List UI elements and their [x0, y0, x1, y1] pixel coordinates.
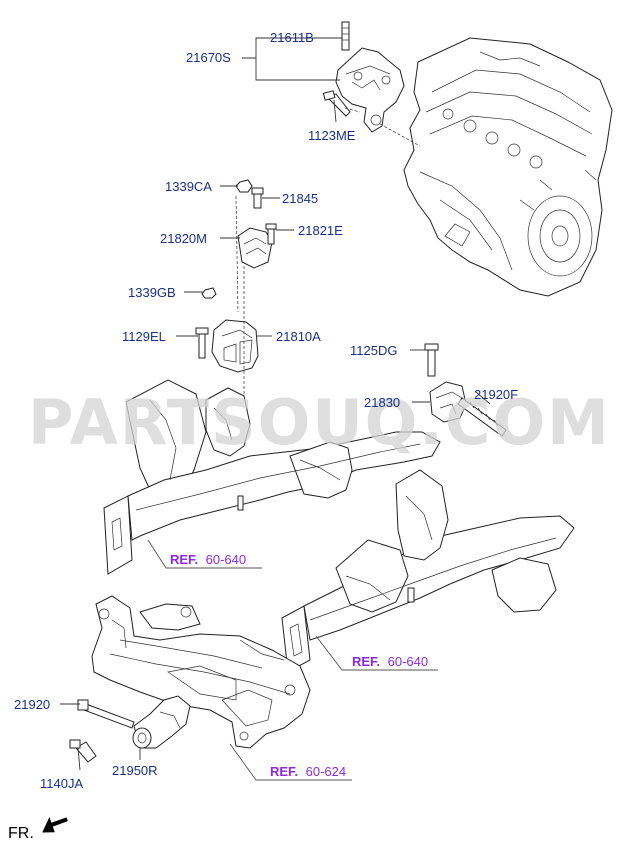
mount-hardware-stack — [195, 179, 277, 396]
engine-mount-bracket-21670S — [322, 21, 421, 147]
ref-code: 60-640 — [206, 552, 246, 567]
front-direction-indicator: FR. — [8, 817, 68, 842]
front-arrow-icon — [42, 817, 68, 833]
ref-code: 60-624 — [306, 764, 346, 779]
label-21670S[interactable]: 21670S — [186, 50, 231, 65]
label-1339CA[interactable]: 1339CA — [165, 179, 212, 194]
ref-prefix: REF. — [170, 552, 198, 567]
ref-link-60-624[interactable]: REF. 60-624 — [270, 763, 346, 780]
label-21950R[interactable]: 21950R — [112, 763, 158, 778]
label-1140JA[interactable]: 1140JA — [40, 776, 83, 791]
left-side-member — [103, 379, 441, 575]
watermark: PARTSOUQ.COM — [28, 386, 611, 459]
label-21810A[interactable]: 21810A — [276, 329, 321, 344]
front-label: FR. — [8, 825, 34, 842]
label-1125DG[interactable]: 1125DG — [350, 343, 397, 358]
ref-link-60-640-left[interactable]: REF. 60-640 — [170, 551, 246, 568]
roll-rod-bracket-21950R — [69, 695, 191, 763]
label-21611B[interactable]: 21611B — [270, 30, 314, 45]
label-21821E[interactable]: 21821E — [298, 223, 343, 238]
label-1339GB[interactable]: 1339GB — [128, 285, 176, 300]
label-21830[interactable]: 21830 — [364, 395, 400, 410]
label-21845[interactable]: 21845 — [282, 191, 318, 206]
engine-block — [403, 37, 613, 297]
ref-link-60-640-right[interactable]: REF. 60-640 — [352, 653, 428, 670]
label-21820M[interactable]: 21820M — [160, 231, 207, 246]
ref-prefix: REF. — [270, 764, 298, 779]
label-21920[interactable]: 21920 — [14, 697, 50, 712]
label-21920F[interactable]: 21920F — [474, 387, 518, 402]
front-subframe-crossmember — [91, 595, 311, 749]
label-1123ME[interactable]: 1123ME — [308, 128, 356, 143]
ref-prefix: REF. — [352, 654, 380, 669]
right-side-member — [281, 469, 575, 673]
transmission-mount-bracket-21830 — [424, 343, 507, 437]
ref-code: 60-640 — [388, 654, 428, 669]
ref-leaders — [147, 539, 438, 781]
label-1129EL[interactable]: 1129EL — [122, 329, 166, 344]
leader-lines — [60, 37, 491, 771]
